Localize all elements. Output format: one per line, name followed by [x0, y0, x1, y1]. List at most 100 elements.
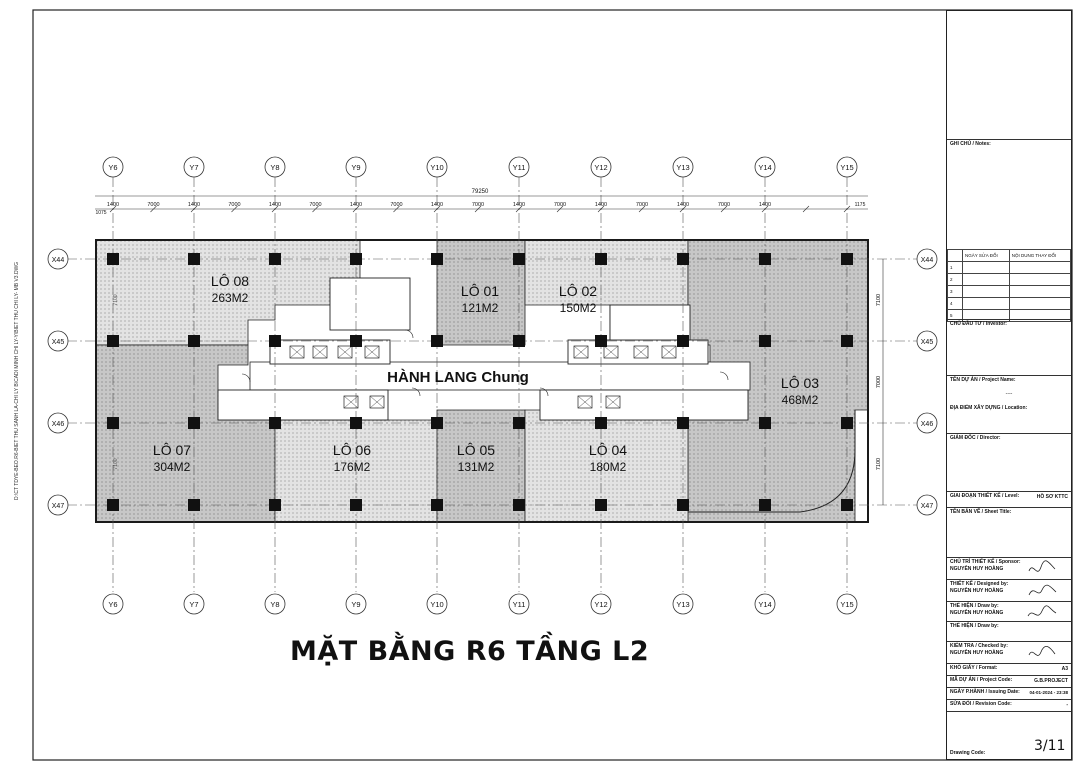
- grid-bubble: [47, 248, 69, 270]
- structural-column: [188, 417, 200, 429]
- structural-column: [677, 417, 689, 429]
- building-outline: [95, 239, 869, 523]
- grid-bubble: [916, 330, 938, 352]
- dimension-bay: 7000: [390, 202, 402, 208]
- dimension-tick: [597, 205, 605, 213]
- structural-column: [188, 499, 200, 511]
- drawing-code-section: Drawing Code:: [947, 711, 1071, 759]
- structural-column: [269, 335, 281, 347]
- designer-name: NGUYỄN HUY HOÀNG: [950, 588, 1004, 594]
- project-section: TÊN DỰ ÁN / Project Name: ---- ĐỊA ĐIỂM …: [947, 375, 1071, 433]
- structural-column: [107, 417, 119, 429]
- sheet-title-label: TÊN BẢN VẼ / Sheet Title:: [950, 509, 1012, 515]
- grid-label-top: Y7: [189, 163, 198, 172]
- dimension-vertical-left: 7100: [113, 294, 119, 305]
- door-swing: [241, 373, 251, 383]
- dimension-bay: 1400: [431, 202, 443, 208]
- structural-column: [759, 499, 771, 511]
- grid-label-left: X46: [52, 421, 65, 428]
- unit-area: [95, 344, 276, 523]
- format-label: KHỔ GIẤY / Format:: [950, 665, 998, 671]
- checker-section: KIỂM TRA / Checked by: NGUYỄN HUY HOÀNG: [947, 641, 1071, 663]
- project-code-value: G.B.PROJECT: [1034, 678, 1068, 684]
- dimension-tick: [720, 205, 728, 213]
- grid-bubble: [345, 593, 367, 615]
- structural-column: [350, 417, 362, 429]
- elevator-cross: [605, 395, 621, 409]
- elevator-cross: [289, 345, 305, 359]
- dimension-bay: 1400: [677, 202, 689, 208]
- grid-label-top: Y10: [430, 163, 443, 172]
- grid-label-right: X44: [921, 257, 934, 264]
- dimension-tick: [556, 205, 564, 213]
- structural-column: [431, 499, 443, 511]
- elevator-cross: [633, 345, 649, 359]
- dimension-edge-right: 1175: [855, 202, 866, 208]
- dimension-tick: [761, 205, 769, 213]
- grid-label-bottom: Y7: [189, 600, 198, 609]
- corridor-label: HÀNH LANG Chung: [387, 369, 529, 386]
- checker-name: NGUYỄN HUY HOÀNG: [950, 650, 1004, 656]
- drawer-label: THỂ HIỆN / Draw by:: [950, 603, 999, 609]
- unit-name: LÔ 07: [153, 442, 191, 458]
- elevator-cross: [661, 345, 677, 359]
- structural-column: [269, 253, 281, 265]
- grid-bubble: [590, 593, 612, 615]
- unit-name: LÔ 01: [461, 283, 499, 299]
- grid-label-bottom: Y15: [840, 600, 853, 609]
- stage-label: GIAI ĐOẠN THIẾT KẾ / Level:: [950, 493, 1020, 499]
- structural-column: [841, 499, 853, 511]
- grid-label-top: Y13: [676, 163, 689, 172]
- dimension-tick: [638, 205, 646, 213]
- grid-label-top: Y9: [351, 163, 360, 172]
- structural-column: [595, 417, 607, 429]
- location-label: ĐỊA ĐIỂM XÂY DỰNG / Location:: [950, 405, 1028, 411]
- grid-bubble: [264, 593, 286, 615]
- grid-bubble: [508, 593, 530, 615]
- dimension-bay: 7000: [147, 202, 159, 208]
- structural-column: [513, 253, 525, 265]
- unit-area-value: 468M2: [782, 393, 819, 407]
- sheet-border: [32, 9, 1073, 761]
- grid-bubble: [183, 593, 205, 615]
- rev-header-content: NỘI DUNG THAY ĐỔI: [1008, 249, 1072, 262]
- revision-section: SỬA ĐỔI / Revision Code: -: [947, 699, 1071, 711]
- grid-label-bottom: Y13: [676, 600, 689, 609]
- dimension-bay: 7000: [636, 202, 648, 208]
- dimension-tick: [271, 205, 279, 213]
- dimension-tick: [312, 205, 319, 213]
- structural-column: [513, 417, 525, 429]
- grid-bubble: [102, 156, 124, 178]
- designer-label: THIẾT KẾ / Designed by:: [950, 581, 1009, 587]
- dimension-bay: 1400: [759, 202, 771, 208]
- unit-area-value: 150M2: [560, 301, 597, 315]
- page-number: 3/11: [1034, 738, 1066, 754]
- dimension-tick: [843, 205, 851, 213]
- grid-label-bottom: Y10: [430, 600, 443, 609]
- structural-column: [595, 499, 607, 511]
- grid-bubble: [672, 593, 694, 615]
- dimension-bay: 7000: [554, 202, 566, 208]
- structural-column: [841, 253, 853, 265]
- rev-row-num: 2: [947, 273, 963, 286]
- grid-bubble: [47, 494, 69, 516]
- elevator-cross: [337, 345, 353, 359]
- stage-section: GIAI ĐOẠN THIẾT KẾ / Level: HỒ SƠ KTTC: [947, 491, 1071, 507]
- dimension-bay: 1400: [513, 202, 525, 208]
- dimension-tick: [515, 205, 523, 213]
- unit-area-value: 121M2: [462, 301, 499, 315]
- door-swing: [719, 371, 729, 381]
- grid-label-right: X45: [921, 339, 934, 346]
- grid-bubble: [264, 156, 286, 178]
- grid-label-bottom: Y14: [758, 600, 771, 609]
- elevator-cross: [577, 395, 593, 409]
- investor-label: CHỦ ĐẦU TƯ / Investor:: [950, 321, 1007, 327]
- dimension-bay: 7000: [718, 202, 730, 208]
- grid-label-left: X45: [52, 339, 65, 346]
- dimension-vertical: 7100: [876, 458, 882, 470]
- checker-label: KIỂM TRA / Checked by:: [950, 643, 1008, 649]
- unit-area-value: 304M2: [154, 460, 191, 474]
- grid-bubble: [754, 593, 776, 615]
- grid-label-top: Y15: [840, 163, 853, 172]
- grid-bubble: [102, 593, 124, 615]
